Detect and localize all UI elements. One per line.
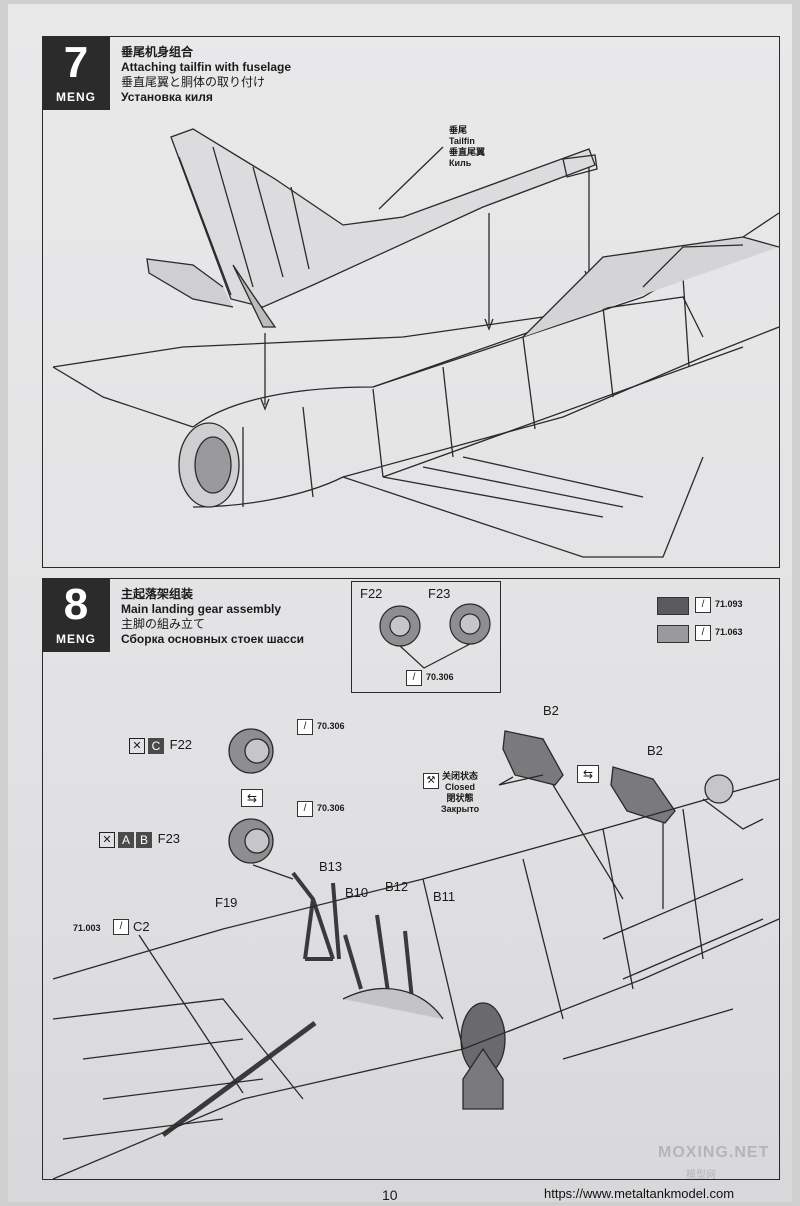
part-f23-paint: 70.306: [317, 803, 345, 813]
source-url: https://www.metaltankmodel.com: [544, 1186, 735, 1201]
wheel-label-f22: F22: [360, 586, 383, 601]
step-8-badge: 8 MENG: [42, 578, 110, 652]
title-ru: Сборка основных стоек шасси: [121, 632, 305, 646]
wheel-detail-box: F22 F23 / 70.306: [351, 581, 501, 693]
flip-arrow-icon: ⇆: [241, 789, 263, 807]
step-7-panel: 7 MENG 垂尾机身组合 Attaching tailfin with fus…: [42, 36, 780, 568]
part-c2-paint: 71.003: [73, 923, 101, 933]
part-f19: F19: [215, 895, 238, 910]
brush-icon: /: [406, 670, 422, 686]
title-cn: 主起落架组装: [121, 587, 194, 601]
paint-swatch-2: [657, 625, 689, 643]
part-b13: B13: [319, 859, 343, 874]
wrench-icon: ⚒: [423, 773, 439, 789]
brush-icon: /: [297, 719, 313, 735]
sprue-a: A: [118, 831, 134, 848]
part-b2-right: B2: [647, 743, 663, 758]
step-number: 8: [63, 580, 89, 629]
brush-icon: /: [695, 625, 711, 641]
part-b10: B10: [345, 885, 369, 900]
title-ru: Установка киля: [121, 90, 213, 104]
step-7-badge: 7 MENG: [42, 36, 110, 110]
wheel-paint-code: 70.306: [426, 672, 454, 682]
part-b2-top: B2: [543, 703, 559, 718]
brush-icon: /: [695, 597, 711, 613]
step-8-panel: 8 MENG 主起落架组装 Main landing gear assembly…: [42, 578, 780, 1180]
step-7-titles: 垂尾机身组合 Attaching tailfin with fuselage 垂…: [121, 45, 291, 105]
wheel-label-f23: F23: [428, 586, 451, 601]
part-b12: B12: [385, 879, 409, 894]
title-jp: 主脚の組み立て: [121, 617, 206, 631]
page-number: 10: [382, 1187, 398, 1203]
brush-icon: /: [297, 801, 313, 817]
paint-swatch-1: [657, 597, 689, 615]
step-number: 7: [63, 38, 89, 87]
sprue-b: B: [136, 831, 152, 848]
title-jp: 垂直尾翼と胴体の取り付け: [121, 75, 266, 89]
brand-logo: MENG: [56, 90, 96, 104]
cut-mark-icon: ✕: [99, 831, 115, 848]
flip-arrow-icon: ⇆: [577, 765, 599, 783]
part-f22-paint: 70.306: [317, 721, 345, 731]
sprue-c: C: [148, 737, 164, 754]
tailfin-callout: 垂尾 Tailfin 垂直尾翼 Киль: [449, 125, 486, 168]
wheel-drawings: [379, 603, 491, 669]
title-en: Attaching tailfin with fuselage: [121, 60, 292, 74]
tailfin-fuselage-drawing: [52, 128, 779, 558]
instruction-page: 7 MENG 垂尾机身组合 Attaching tailfin with fus…: [8, 4, 792, 1203]
cut-mark-icon: ✕: [129, 737, 145, 754]
title-cn: 垂尾机身组合: [121, 45, 194, 59]
paint-code-2: 71.063: [715, 627, 743, 637]
part-b11: B11: [433, 889, 456, 904]
step-8-titles: 主起落架组装 Main landing gear assembly 主脚の組み立…: [121, 587, 304, 647]
brush-icon: /: [113, 919, 129, 935]
brand-logo: MENG: [56, 632, 96, 646]
title-en: Main landing gear assembly: [121, 602, 282, 616]
watermark: MOXING.NET: [658, 1144, 770, 1161]
landing-gear-drawing: [52, 728, 779, 1179]
part-f22-label: ✕C F22: [129, 737, 192, 754]
watermark-cn: 模型网: [686, 1170, 716, 1181]
closed-state-callout: 关闭状态 Closed 閉状態 Закрыто: [441, 771, 480, 814]
paint-code-1: 71.093: [715, 599, 743, 609]
part-c2: C2: [133, 919, 150, 934]
